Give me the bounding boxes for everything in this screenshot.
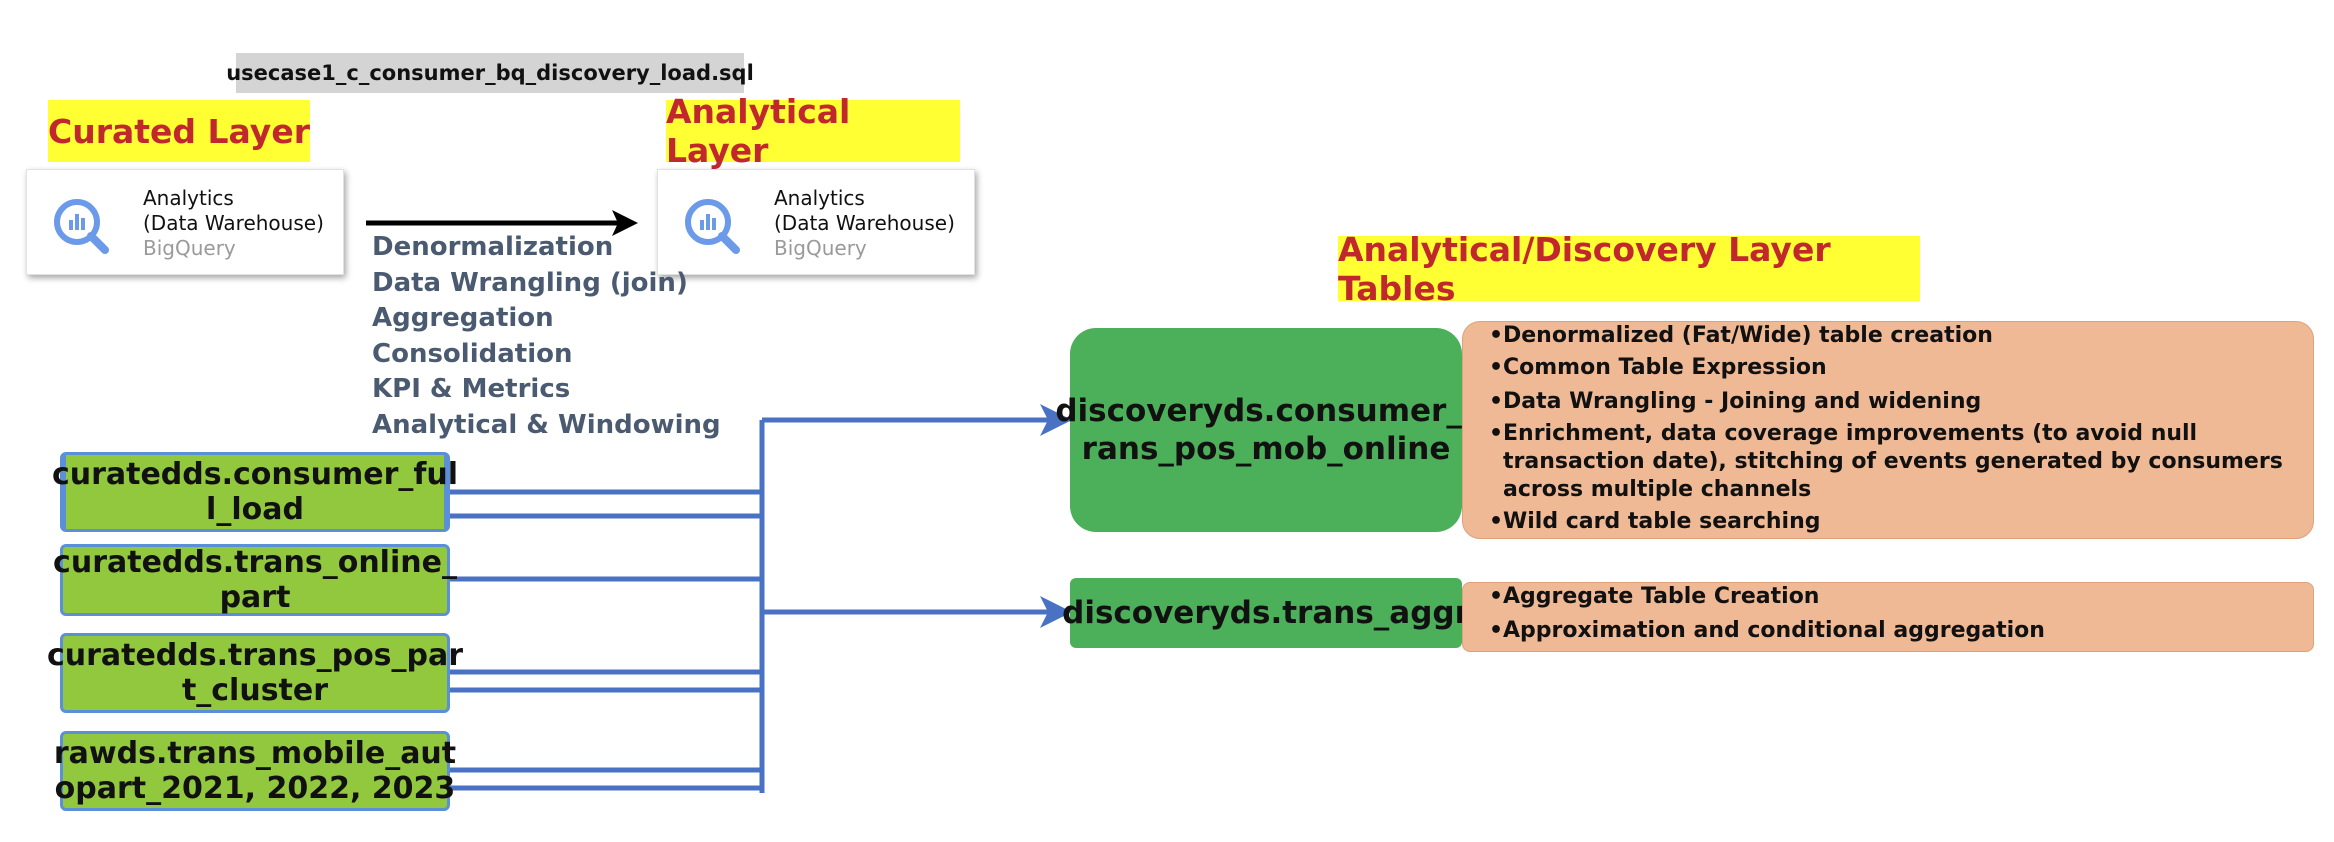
feature-item: Approximation and conditional aggregatio… xyxy=(1489,617,2283,645)
transform-step: Analytical & Windowing xyxy=(372,409,721,440)
bigquery-icon xyxy=(54,199,109,254)
target-table-consumer-trans-pos-mob-online: discoveryds.consumer_t rans_pos_mob_onli… xyxy=(1055,328,1477,532)
source-table-trans-mobile-autopart: rawds.trans_mobile_aut opart_2021, 2022,… xyxy=(54,731,456,811)
analytical-bigquery-card: Analytics (Data Warehouse) BigQuery xyxy=(657,169,975,275)
source-table-trans-online-part: curatedds.trans_online_ part xyxy=(53,544,457,616)
sql-filename-label: usecase1_c_consumer_bq_discovery_load.sq… xyxy=(226,53,754,93)
transform-step: KPI & Metrics xyxy=(372,374,571,404)
analytical-layer-title: Analytical Layer xyxy=(666,92,960,170)
transform-step: Consolidation xyxy=(372,338,573,369)
card-line-1: Analytics xyxy=(143,186,234,210)
transform-step: Denormalization xyxy=(372,232,614,262)
arrow-right-icon xyxy=(1040,404,1072,628)
card-line-3: BigQuery xyxy=(774,236,867,260)
bigquery-icon xyxy=(685,199,740,254)
source-table-consumer-full-load: curatedds.consumer_ful l_load xyxy=(52,452,458,532)
features-panel-consumer-trans: Denormalized (Fat/Wide) table creation C… xyxy=(1462,321,2314,539)
feature-item: Denormalized (Fat/Wide) table creation xyxy=(1489,322,2283,350)
feature-item: Data Wrangling - Joining and widening xyxy=(1489,388,2283,416)
curated-bigquery-card: Analytics (Data Warehouse) BigQuery xyxy=(26,169,344,275)
features-panel-trans-aggr: Aggregate Table Creation Approximation a… xyxy=(1462,582,2314,652)
card-line-2: (Data Warehouse) xyxy=(774,211,955,235)
card-line-3: BigQuery xyxy=(143,236,236,260)
feature-item: Enrichment, data coverage improvements (… xyxy=(1489,420,2283,504)
source-table-trans-pos-part-cluster: curatedds.trans_pos_par t_cluster xyxy=(47,633,463,713)
feature-item: Common Table Expression xyxy=(1489,354,2283,382)
discovery-layer-title: Analytical/Discovery Layer Tables xyxy=(1338,230,1920,308)
transform-step: Data Wrangling (join) xyxy=(372,267,688,298)
curated-layer-title: Curated Layer xyxy=(48,100,310,162)
arrow-right-icon xyxy=(366,210,638,236)
feature-item: Aggregate Table Creation xyxy=(1489,583,2283,611)
source-connectors xyxy=(450,417,1055,793)
transformation-steps-list: Denormalization Data Wrangling (join) Ag… xyxy=(372,230,721,443)
card-line-2: (Data Warehouse) xyxy=(143,211,324,235)
target-table-trans-aggr: discoveryds.trans_aggr xyxy=(1062,578,1470,648)
feature-item: Wild card table searching xyxy=(1489,508,2283,536)
card-line-1: Analytics xyxy=(774,186,865,210)
transform-step: Aggregation xyxy=(372,303,554,333)
